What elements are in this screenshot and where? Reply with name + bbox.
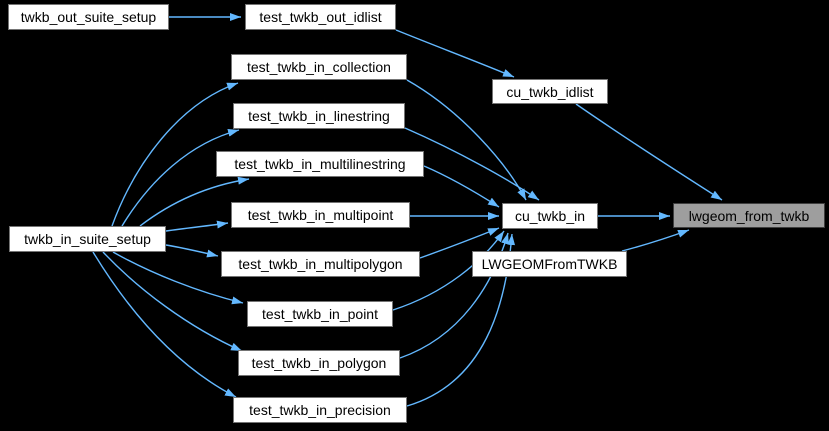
node-test_twkb_in_linestring[interactable]: test_twkb_in_linestring xyxy=(233,103,405,129)
edge-test_twkb_in_linestring-to-cu_twkb_in xyxy=(404,127,540,201)
node-cu_twkb_idlist[interactable]: cu_twkb_idlist xyxy=(492,79,608,104)
node-twkb_out_suite_setup[interactable]: twkb_out_suite_setup xyxy=(8,4,169,30)
node-test_twkb_in_precision[interactable]: test_twkb_in_precision xyxy=(233,397,407,423)
node-label: twkb_out_suite_setup xyxy=(20,9,157,25)
node-label: test_twkb_in_point xyxy=(262,306,378,322)
node-label: LWGEOMFromTWKB xyxy=(481,256,618,272)
node-label: test_twkb_in_linestring xyxy=(248,108,390,124)
edge-twkb_in_suite_setup-to-test_twkb_in_multipoint xyxy=(165,220,229,232)
node-label: test_twkb_out_idlist xyxy=(259,9,382,25)
node-cu_twkb_in[interactable]: cu_twkb_in xyxy=(502,203,598,229)
node-label: test_twkb_in_collection xyxy=(247,59,391,75)
node-test_twkb_in_collection[interactable]: test_twkb_in_collection xyxy=(231,54,407,80)
edge-twkb_in_suite_setup-to-test_twkb_in_multilinestring xyxy=(139,176,250,227)
node-label: test_twkb_in_precision xyxy=(249,402,391,418)
edge-LWGEOMFromTWKB-to-lwgeom_from_twkb xyxy=(621,229,690,252)
node-test_twkb_in_point[interactable]: test_twkb_in_point xyxy=(247,301,393,327)
edge-twkb_in_suite_setup-to-test_twkb_in_precision xyxy=(92,251,237,398)
edge-test_twkb_in_multilinestring-to-cu_twkb_in xyxy=(423,165,500,208)
node-test_twkb_out_idlist[interactable]: test_twkb_out_idlist xyxy=(245,4,396,30)
node-label: test_twkb_in_multilinestring xyxy=(234,156,406,172)
node-twkb_in_suite_setup[interactable]: twkb_in_suite_setup xyxy=(9,226,166,252)
edge-twkb_in_suite_setup-to-test_twkb_in_polygon xyxy=(102,251,243,352)
edge-cu_twkb_idlist-to-lwgeom_from_twkb xyxy=(575,103,723,201)
edge-twkb_in_suite_setup-to-test_twkb_in_linestring xyxy=(121,128,240,227)
node-label: twkb_in_suite_setup xyxy=(24,231,151,247)
node-label: cu_twkb_idlist xyxy=(506,83,594,100)
edge-test_twkb_in_point-to-cu_twkb_in xyxy=(392,230,505,311)
node-test_twkb_in_multipoint[interactable]: test_twkb_in_multipoint xyxy=(231,202,410,228)
node-lwgeom_from_twkb[interactable]: lwgeom_from_twkb xyxy=(673,203,825,228)
edge-twkb_in_suite_setup-to-test_twkb_in_collection xyxy=(111,82,239,227)
node-label: cu_twkb_in xyxy=(514,208,586,224)
node-label: test_twkb_in_polygon xyxy=(251,355,387,371)
node-LWGEOMFromTWKB[interactable]: LWGEOMFromTWKB xyxy=(472,251,627,277)
node-test_twkb_in_polygon[interactable]: test_twkb_in_polygon xyxy=(238,350,400,376)
node-test_twkb_in_multipolygon[interactable]: test_twkb_in_multipolygon xyxy=(221,251,420,277)
edge-twkb_in_suite_setup-to-test_twkb_in_point xyxy=(112,251,244,305)
node-label: test_twkb_in_multipolygon xyxy=(238,256,403,272)
edge-test_twkb_in_multipolygon-to-cu_twkb_in xyxy=(419,227,500,259)
node-test_twkb_in_multilinestring[interactable]: test_twkb_in_multilinestring xyxy=(216,151,424,177)
node-label: lwgeom_from_twkb xyxy=(688,207,810,224)
node-label: test_twkb_in_multipoint xyxy=(247,207,394,223)
edge-twkb_in_suite_setup-to-test_twkb_in_multipolygon xyxy=(165,244,219,258)
edge-test_twkb_out_idlist-to-cu_twkb_idlist xyxy=(395,29,515,78)
